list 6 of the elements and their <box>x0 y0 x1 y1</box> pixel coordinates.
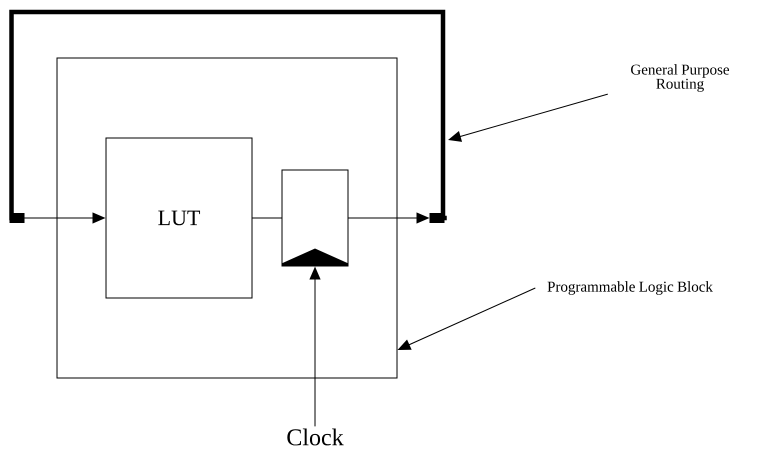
callout-label: Programmable Logic Block <box>548 281 713 295</box>
callout-label: General Purpose Routing <box>631 64 730 92</box>
lut-box: LUT <box>106 138 252 298</box>
routing-wire <box>9 10 447 220</box>
clock-label: Clock <box>287 428 344 446</box>
flip-flop-box <box>282 170 348 266</box>
